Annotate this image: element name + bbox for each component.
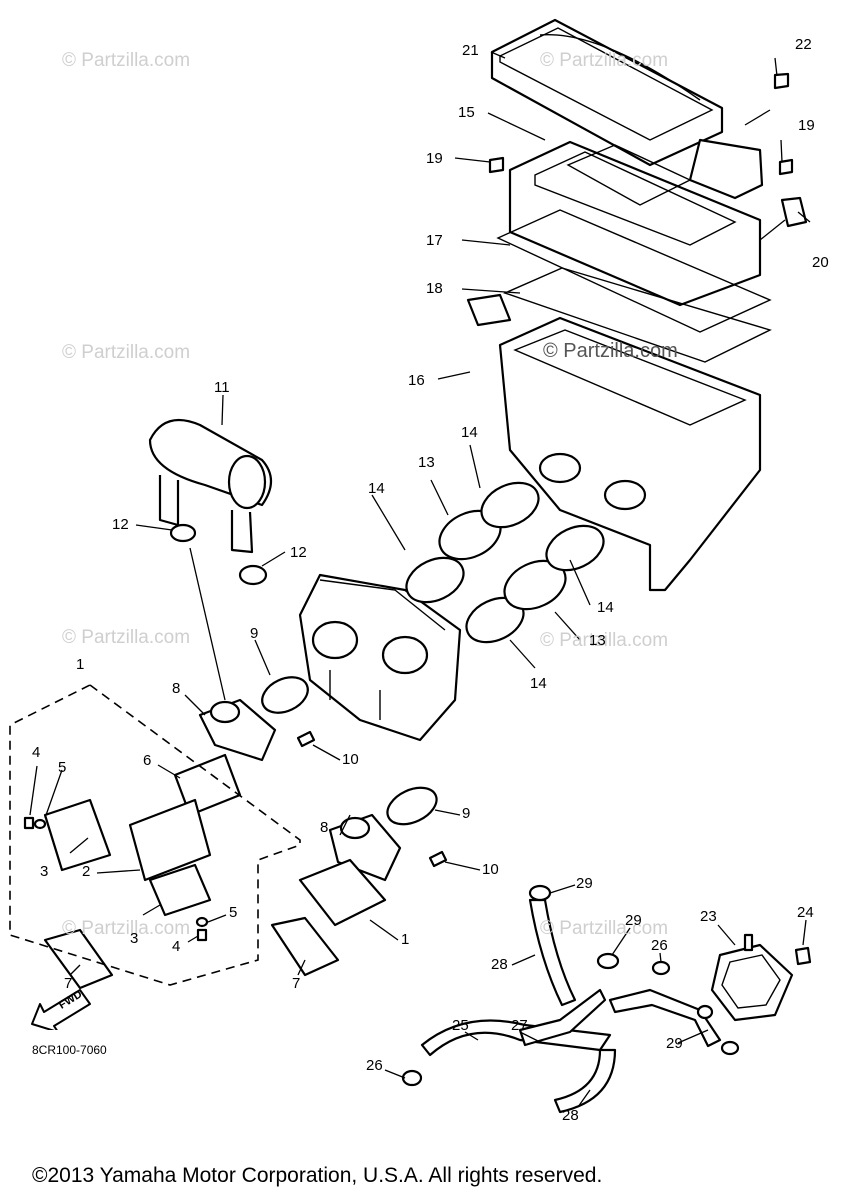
callout-10: 10 <box>342 751 359 768</box>
callout-2: 2 <box>82 863 91 880</box>
callout-27: 27 <box>511 1017 528 1034</box>
carburetor-assembly <box>298 573 462 742</box>
watermark: © Partzilla.com <box>62 918 191 939</box>
callout-9: 9 <box>462 805 471 822</box>
callout-3: 3 <box>40 863 49 880</box>
callout-12: 12 <box>290 544 307 561</box>
callout-7: 7 <box>292 975 301 992</box>
callout-7: 7 <box>64 975 73 992</box>
watermark: © Partzilla.com <box>540 918 669 939</box>
watermark-center: © Partzilla.com <box>543 340 678 362</box>
callout-22: 22 <box>795 36 812 53</box>
leader-lines <box>29 51 811 1108</box>
part-10-bolts <box>296 730 448 868</box>
callout-20: 20 <box>812 254 829 271</box>
watermark: © Partzilla.com <box>540 50 669 71</box>
callout-8: 8 <box>172 680 181 697</box>
part-11-silencer <box>148 418 273 554</box>
callout-1: 1 <box>401 931 410 948</box>
callout-28: 28 <box>491 956 508 973</box>
callout-16: 16 <box>408 372 425 389</box>
small-fasteners <box>23 72 808 942</box>
callout-5: 5 <box>229 904 238 921</box>
callout-5: 5 <box>58 759 67 776</box>
callout-4: 4 <box>172 938 181 955</box>
callout-24: 24 <box>797 904 814 921</box>
callout-29: 29 <box>666 1035 683 1052</box>
part-16-lower-case <box>466 293 762 592</box>
callout-19: 19 <box>426 150 443 167</box>
part-24-bolt <box>794 946 812 966</box>
watermark: © Partzilla.com <box>62 50 191 71</box>
fwd-arrow-icon <box>31 989 91 1030</box>
part-17-18-gaskets <box>496 209 772 363</box>
part-15-upper-case <box>508 138 764 307</box>
callout-8: 8 <box>320 819 329 836</box>
callout-13: 13 <box>589 632 606 649</box>
callout-26: 26 <box>366 1057 383 1074</box>
callout-6: 6 <box>143 752 152 769</box>
callout-25: 25 <box>452 1017 469 1034</box>
watermark: © Partzilla.com <box>62 627 191 648</box>
part-23-fuel-pump <box>710 933 794 1022</box>
callout-10: 10 <box>482 861 499 878</box>
callout-14: 14 <box>530 675 547 692</box>
callout-28: 28 <box>562 1107 579 1124</box>
copyright-notice: ©2013 Yamaha Motor Corporation, U.S.A. A… <box>32 1164 603 1187</box>
callout-26: 26 <box>651 937 668 954</box>
hose-clips <box>401 884 740 1087</box>
callout-15: 15 <box>458 104 475 121</box>
callout-9: 9 <box>250 625 259 642</box>
part-12-clamps <box>169 523 268 586</box>
watermark: © Partzilla.com <box>540 630 669 651</box>
callout-14: 14 <box>597 599 614 616</box>
callout-29: 29 <box>625 912 642 929</box>
callout-19: 19 <box>798 117 815 134</box>
callout-11: 11 <box>214 379 230 396</box>
callout-4: 4 <box>32 744 41 761</box>
part-13-14-boots <box>405 481 605 644</box>
callout-21: 21 <box>462 42 479 59</box>
watermark: © Partzilla.com <box>62 342 191 363</box>
fuel-hoses <box>420 898 722 1114</box>
callout-1: 1 <box>76 656 85 673</box>
part-21-cover <box>490 18 724 167</box>
part-1-group-outline <box>9 684 301 986</box>
callout-12: 12 <box>112 516 129 533</box>
callout-17: 17 <box>426 232 443 249</box>
callout-23: 23 <box>700 908 717 925</box>
diagram-code: 8CR100-7060 <box>32 1043 107 1057</box>
callout-18: 18 <box>426 280 443 297</box>
callout-13: 13 <box>418 454 435 471</box>
part-2-3-6-reed-valves <box>43 753 387 927</box>
callout-14: 14 <box>461 424 478 441</box>
part-7-gaskets <box>43 916 340 990</box>
callout-14: 14 <box>368 480 385 497</box>
callout-3: 3 <box>130 930 139 947</box>
callout-29: 29 <box>576 875 593 892</box>
